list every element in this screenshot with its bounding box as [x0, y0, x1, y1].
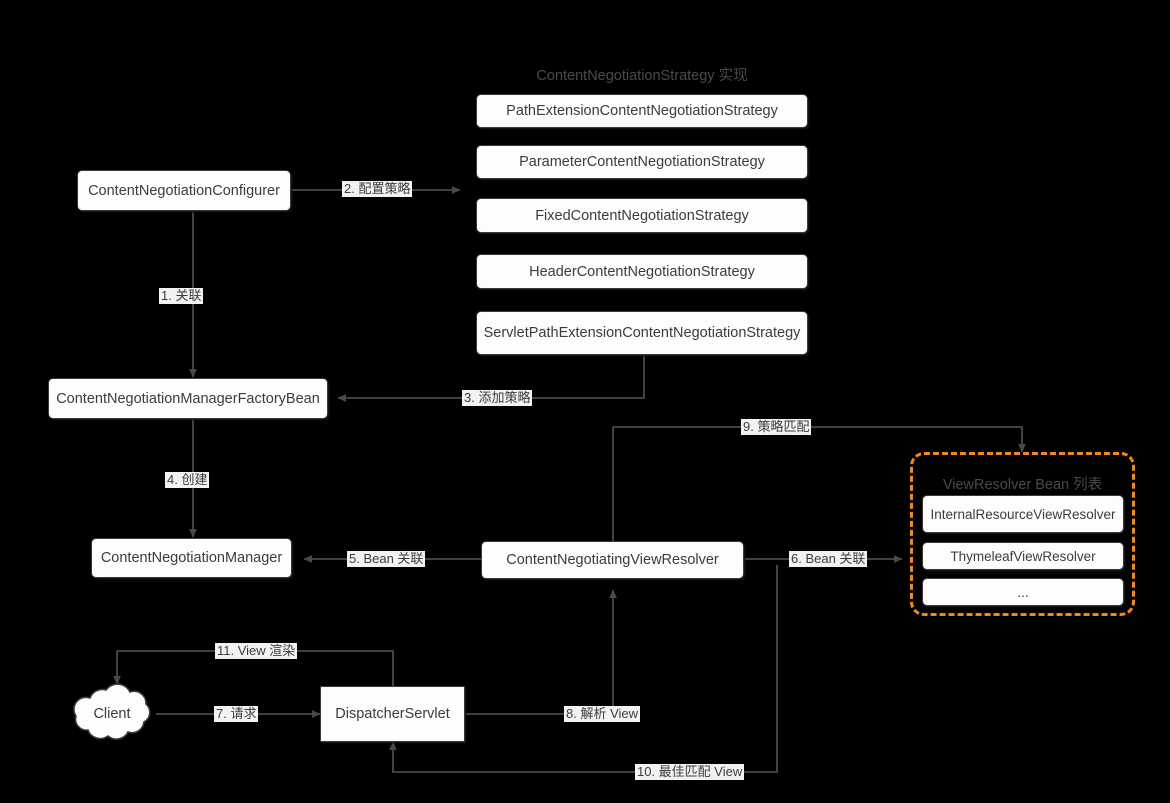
edge-label-8: 8. 解析 View [564, 706, 641, 722]
viewresolver-group-title: ViewResolver Bean 列表 [942, 477, 1103, 493]
node-path-extension-strategy[interactable]: PathExtensionContentNegotiationStrategy [476, 94, 808, 128]
node-servlet-path-extension-strategy[interactable]: ServletPathExtensionContentNegotiationSt… [476, 311, 808, 355]
node-content-negotiating-view-resolver[interactable]: ContentNegotiatingViewResolver [481, 541, 744, 579]
edge-label-5: 5. Bean 关联 [347, 551, 426, 567]
edge-label-10: 10. 最佳匹配 View [635, 764, 745, 780]
edge-label-7: 7. 请求 [214, 706, 259, 722]
edge-8-path [465, 589, 617, 715]
node-fixed-strategy[interactable]: FixedContentNegotiationStrategy [476, 198, 808, 233]
strategy-group-title: ContentNegotiationStrategy 实现 [536, 68, 748, 84]
node-other-view-resolver[interactable]: ... [922, 578, 1124, 606]
edge-label-4: 4. 创建 [165, 472, 210, 488]
edge-label-1: 1. 关联 [159, 288, 204, 304]
edge-label-9: 9. 策略匹配 [741, 419, 812, 435]
viewresolver-bean-group [910, 452, 1135, 616]
node-dispatcher-servlet[interactable]: DispatcherServlet [320, 686, 465, 742]
node-header-strategy[interactable]: HeaderContentNegotiationStrategy [476, 254, 808, 289]
edge-label-6: 6. Bean 关联 [789, 551, 868, 567]
node-content-negotiation-configurer[interactable]: ContentNegotiationConfigurer [77, 170, 291, 211]
node-parameter-strategy[interactable]: ParameterContentNegotiationStrategy [476, 145, 808, 179]
cloud-icon [73, 683, 151, 740]
node-content-negotiation-manager[interactable]: ContentNegotiationManager [91, 538, 292, 578]
edge-label-2: 2. 配置策略 [342, 181, 413, 197]
edge-label-3: 3. 添加策略 [462, 390, 533, 406]
edge-label-11: 11. View 渲染 [215, 643, 298, 659]
node-client-label: Client [93, 706, 131, 722]
node-thymeleaf-view-resolver[interactable]: ThymeleafViewResolver [922, 542, 1124, 570]
node-content-negotiation-manager-factory-bean[interactable]: ContentNegotiationManagerFactoryBean [48, 378, 328, 419]
node-internal-resource-view-resolver[interactable]: InternalResourceViewResolver [922, 495, 1124, 533]
node-client-cloud[interactable]: Client [64, 678, 160, 750]
